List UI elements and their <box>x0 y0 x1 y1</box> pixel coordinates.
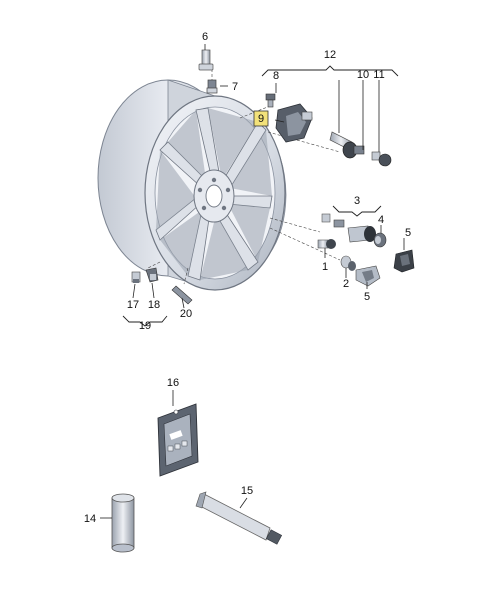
rubber-cover-icon <box>393 249 415 273</box>
grommet-icon <box>340 255 356 271</box>
valve-cap-small-icon <box>373 232 387 248</box>
part-label-8: 8 <box>273 70 279 82</box>
part-label-4: 4 <box>378 214 384 226</box>
part-label-17: 17 <box>127 299 139 311</box>
valve-insert-icon <box>347 225 376 243</box>
highlight-box-9 <box>253 110 269 127</box>
group-brackets <box>122 65 399 327</box>
bolt-icon <box>198 49 214 71</box>
tire-pressure-sensor-icon <box>275 103 313 143</box>
repair-kit-icon <box>157 403 199 477</box>
rubber-cover-icon-2 <box>355 265 381 287</box>
part-label-16: 16 <box>167 377 179 389</box>
part-label-19: 19 <box>139 320 151 332</box>
part-label-6: 6 <box>202 31 208 43</box>
part-label-12: 12 <box>324 49 336 61</box>
part-number-labels: 6 7 8 9 12 10 11 3 4 5 1 2 5 17 18 19 20… <box>84 31 411 525</box>
part-label-5b: 5 <box>364 291 370 303</box>
part-label-1: 1 <box>322 261 328 273</box>
part-label-14: 14 <box>84 513 96 525</box>
leader-lines <box>100 44 405 519</box>
part-label-11: 11 <box>373 69 384 81</box>
valve-nut-icon <box>371 151 392 167</box>
part-label-10: 10 <box>357 69 369 81</box>
sleeve-icon <box>111 493 135 553</box>
valve-stem-icon <box>329 131 365 159</box>
part-label-5a: 5 <box>405 227 411 239</box>
screw-icon <box>265 93 276 108</box>
part-label-20: 20 <box>180 308 192 320</box>
part-label-3: 3 <box>354 195 360 207</box>
part-label-9: 9 <box>258 113 264 125</box>
part-label-2: 2 <box>343 278 349 290</box>
clip-icon <box>145 267 159 283</box>
part-label-15: 15 <box>241 485 253 497</box>
alloy-wheel-icon <box>97 79 287 291</box>
balance-weight-icon <box>131 271 141 283</box>
part-label-7: 7 <box>232 81 238 93</box>
bottom-small-parts <box>131 267 193 305</box>
part-label-18: 18 <box>148 299 160 311</box>
valve-stem-short-icon <box>317 213 345 249</box>
valve-cap-icon <box>206 79 218 94</box>
wheel-weight-strip-icon <box>171 285 193 305</box>
lower-valve-group <box>317 213 415 287</box>
paste-tube-icon <box>195 491 283 545</box>
